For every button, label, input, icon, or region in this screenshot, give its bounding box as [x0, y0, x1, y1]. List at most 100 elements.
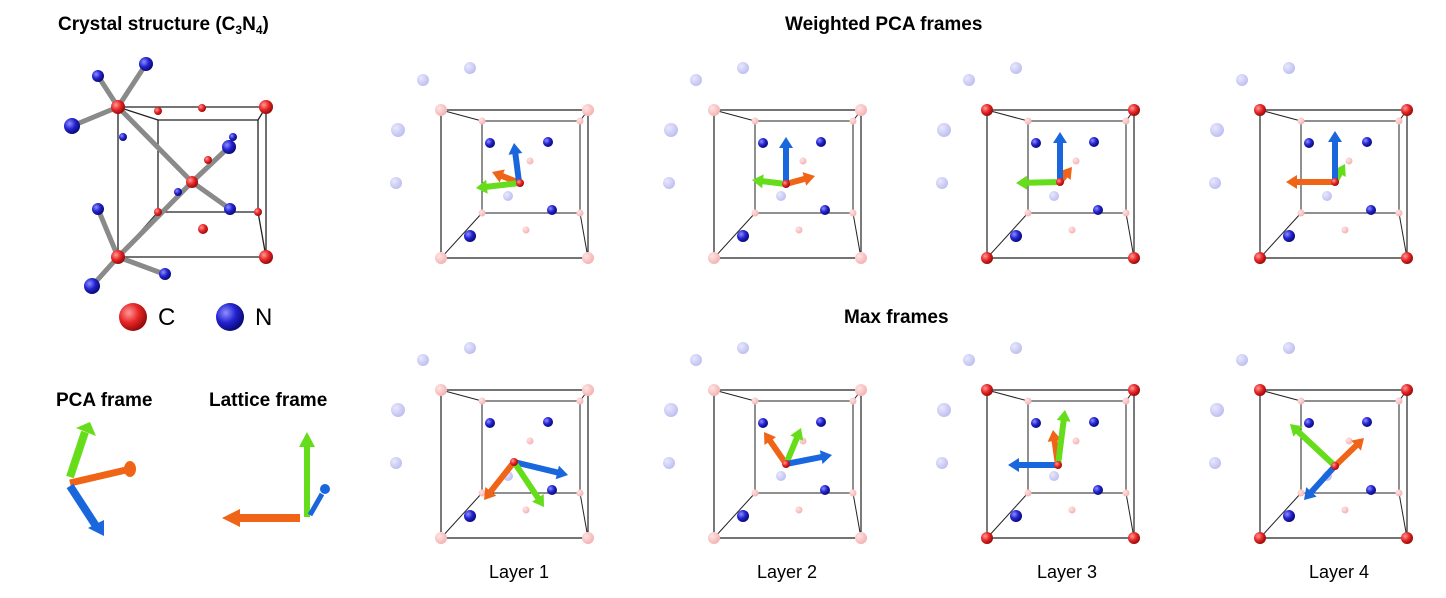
carbon-atom — [1024, 117, 1032, 125]
carbon-atom — [1395, 209, 1403, 217]
layer-label-3: Layer 3 — [1036, 562, 1098, 582]
orange-axis-arrow-head — [492, 169, 505, 183]
orange-axis-arrow-head — [764, 432, 777, 446]
origin-atom — [516, 179, 524, 187]
carbon-atom — [154, 208, 162, 216]
carbon-atom — [1122, 489, 1130, 497]
carbon-atom — [478, 209, 486, 217]
blue-axis-arrow — [511, 459, 561, 476]
carbon-atom — [1072, 437, 1080, 445]
carbon-atom — [849, 397, 857, 405]
unit-cell-edge — [579, 212, 589, 259]
layer-panels — [390, 62, 1413, 544]
orange-axis-arrow-head — [484, 487, 497, 500]
nitrogen-atom — [664, 123, 678, 137]
unit-cell-edge — [579, 492, 589, 539]
origin-atom — [510, 458, 518, 466]
carbon-atom — [1297, 209, 1305, 217]
carbon-atom — [1401, 104, 1413, 116]
carbon-atom — [855, 104, 867, 116]
carbon-atom — [1297, 397, 1305, 405]
orange-axis-arrow-head — [1047, 430, 1062, 442]
nitrogen-atom — [464, 62, 476, 74]
carbon-atom — [1128, 104, 1140, 116]
orange-axis-arrow-head — [1351, 438, 1364, 451]
nitrogen-atom — [92, 70, 104, 82]
nitrogen-atom — [936, 177, 948, 189]
nitrogen-atom — [737, 62, 749, 74]
carbon-atom — [1395, 117, 1403, 125]
carbon-atom — [795, 226, 803, 234]
lattice-frame-title: Lattice frame — [209, 390, 328, 411]
nitrogen-atom — [1049, 471, 1059, 481]
nitrogen-atom — [937, 123, 951, 137]
carbon-atom — [1395, 489, 1403, 497]
carbon-atom — [526, 157, 534, 165]
carbon-atom — [849, 489, 857, 497]
unit-cell-inner — [1027, 120, 1127, 214]
carbon-atom — [1128, 384, 1140, 396]
nitrogen-atom — [391, 123, 405, 137]
green-axis-arrow-head — [532, 493, 544, 507]
origin-atom — [782, 460, 790, 468]
carbon-atom — [1072, 157, 1080, 165]
carbon-atom — [435, 252, 447, 264]
carbon-atom — [855, 384, 867, 396]
unit-cell-edge — [1398, 492, 1408, 539]
carbon-atom — [576, 397, 584, 405]
carbon-atom — [111, 250, 125, 264]
nitrogen-atom — [1283, 62, 1295, 74]
carbon-atom — [1401, 252, 1413, 264]
blue-axis-arrow-head — [1304, 487, 1317, 500]
carbon-atom — [1024, 489, 1032, 497]
nitrogen-atom — [663, 457, 675, 469]
green-axis-arrow-head — [790, 428, 804, 441]
nitrogen-atom — [1031, 138, 1041, 148]
carbon-atom — [1024, 209, 1032, 217]
carbon-atom — [582, 384, 594, 396]
carbon-atom — [981, 532, 993, 544]
blue-axis-arrow — [512, 150, 522, 185]
carbon-atom — [849, 117, 857, 125]
nitrogen-atom — [936, 457, 948, 469]
nitrogen-atom — [1366, 205, 1376, 215]
nitrogen-atom — [547, 205, 557, 215]
unit-cell-edge — [440, 212, 483, 259]
carbon-atom — [1122, 209, 1130, 217]
unit-cell-edge — [1259, 212, 1302, 259]
nitrogen-legend-label: N — [255, 304, 273, 331]
carbon-atom — [1024, 397, 1032, 405]
nitrogen-atom — [1010, 62, 1022, 74]
orange-axis-arrow — [767, 438, 789, 467]
nitrogen-atom — [1304, 418, 1314, 428]
carbon-atom — [254, 208, 262, 216]
orange-axis-arrow — [487, 459, 517, 495]
nitrogen-atom — [1322, 191, 1332, 201]
carbon-atom — [526, 437, 534, 445]
crystal-structure-panel — [69, 61, 267, 289]
origin-atom — [1056, 178, 1064, 186]
carbon-atom — [1345, 437, 1353, 445]
carbon-atom — [1254, 384, 1266, 396]
carbon-atom — [435, 384, 447, 396]
carbon-atom — [1395, 397, 1403, 405]
nitrogen-atom — [690, 354, 702, 366]
unit-cell-edge — [852, 212, 862, 259]
nitrogen-atom — [417, 354, 429, 366]
nitrogen-atom — [1210, 123, 1224, 137]
green-axis-arrow — [1055, 417, 1067, 468]
nitrogen-atom — [1010, 342, 1022, 354]
carbon-atom — [259, 250, 273, 264]
nitrogen-atom — [820, 205, 830, 215]
carbon-atom — [1122, 397, 1130, 405]
green-axis-arrow — [783, 435, 800, 467]
carbon-atom — [111, 100, 125, 114]
unit-cell-edge — [986, 109, 1029, 122]
green-axis-arrow — [483, 180, 523, 190]
green-axis-arrow — [511, 459, 541, 501]
nitrogen-atom — [1031, 418, 1041, 428]
nitrogen-atom — [417, 74, 429, 86]
carbon-atom — [478, 117, 486, 125]
carbon-atom — [198, 104, 206, 112]
